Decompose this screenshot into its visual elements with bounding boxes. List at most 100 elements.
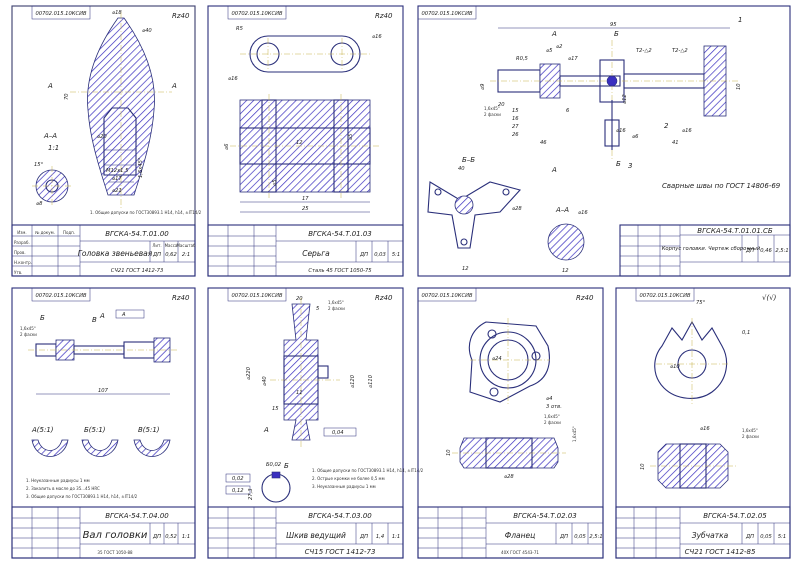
dim-12: 12 [296, 140, 303, 146]
sheet-5-pulley: 00702.015.10КСИВ Rz40 20 5 1,6х45° 2 фас… [207, 287, 424, 559]
section-a-a-round [547, 223, 585, 261]
dim-27: 27 [512, 124, 519, 130]
title-lit: ДП [359, 252, 368, 258]
dim-41: 41 [672, 140, 679, 146]
callout-3: 3 [628, 162, 632, 170]
dim-25: 25 [302, 206, 309, 212]
title-scale: 2,5:1 [775, 248, 788, 254]
title-block-7: ВГСКА-54.Т.02.05 Зубчатка СЧ21 ГОСТ 1412… [615, 506, 791, 559]
title-block-1: ВГСКА-54.Т.01.00 Головка звеньевая СЧ21 … [11, 224, 196, 277]
stamp-row-approve: Утв. [14, 270, 22, 275]
section-mark-a-left: A [47, 82, 53, 90]
dim-d220: ⌀220 [246, 366, 252, 380]
tol-frame-3: 0,12 [232, 488, 244, 494]
title-mass: 0,05 [760, 534, 772, 540]
weld-mark-1: T2-△2 [636, 48, 652, 54]
sheet-code: 00702.015.10КСИВ [35, 11, 86, 17]
sheet-code: 00702.015.10КСИВ [421, 293, 472, 299]
stamp-row-check: Пров. [14, 250, 26, 255]
dim-10: 10 [446, 449, 452, 456]
sheet-code: 00702.015.10КСИВ [231, 11, 282, 17]
title-mass: 0,46 [760, 248, 772, 254]
dim-6: 6 [566, 108, 570, 114]
title-lit: ДП [745, 248, 754, 254]
title-lit: ДП [745, 534, 754, 540]
title-material: 35 ГОСТ 1050-88 [97, 550, 133, 555]
title-name: Вал головки [83, 530, 148, 541]
dim-15: 15 [512, 108, 519, 114]
title-code: ВГСКА-54.Т.03.00 [308, 512, 372, 520]
dim-0-1: 0,1 [742, 330, 750, 336]
sheet-1-head: 00702.015.10КСИВ Rz40 ⌀18 ⌀40 70 ⌀20 М12… [11, 5, 202, 277]
callout-2: 2 [664, 122, 669, 130]
title-mass: 0,03 [374, 252, 386, 258]
roughness-mark: √(√) [762, 294, 777, 302]
view-mark-b: B [92, 316, 97, 324]
sheet-code: 00702.015.10КСИВ [231, 293, 282, 299]
stamp-sign: Подп. [63, 230, 75, 235]
title-material: СЧ21 ГОСТ 1412-85 [685, 548, 756, 556]
dim-d5: ⌀5 [546, 48, 553, 54]
dim-40: 40 [458, 166, 465, 172]
dim-d5-left: ⌀5 [272, 179, 278, 186]
assembly-shaft [490, 40, 740, 160]
dim-107: 107 [98, 388, 109, 394]
dim-holes: 3 отв. [546, 404, 562, 410]
dim-d18: ⌀18 [112, 10, 122, 16]
dim-d8: ⌀8 [36, 201, 43, 207]
title-mass: 0,52 [165, 534, 177, 540]
title-block-3: ВГСКА-54.Т.01.01.СБ Корпус головки. Черт… [619, 224, 791, 277]
title-code: ВГСКА-54.Т.01.00 [105, 230, 169, 238]
section-mark-b-top: Б [614, 30, 619, 38]
note-3: 3. Общие допуски по ГОСТ30893.1 H14, h14… [26, 494, 138, 499]
earring-section [230, 94, 380, 198]
title-block-6: ВГСКА-54.Т.02.03 Фланец 40Х ГОСТ 4543-71… [417, 506, 604, 559]
dim-chamfer: 1,6х45° [544, 414, 560, 419]
view-mark-a: A [263, 426, 269, 434]
weld-mark-2: T2-△2 [672, 48, 688, 54]
sprocket-front-view [654, 318, 730, 404]
detail-v: B(5:1) [138, 426, 160, 434]
title-mass: 0,62 [165, 252, 177, 258]
dim-70: 70 [64, 93, 70, 100]
title-scale: 1:1 [392, 534, 400, 540]
sheet-2-earring: 00702.015.10КСИВ Rz40 R5 ⌀16 ⌀16 ⌀6 12 ⌀… [207, 5, 404, 277]
dim-d40: ⌀40 [262, 376, 268, 386]
view-mark-a: Б [40, 314, 45, 322]
dim-20: 20 [296, 296, 303, 302]
dim-chamfers: 2 фаски [328, 306, 345, 311]
dim-d28: ⌀28 [512, 206, 522, 212]
section-title-bb: Б–Б [462, 156, 475, 164]
title-code: ВГСКА-54.Т.01.01.СБ [697, 227, 773, 235]
dim-d2: ⌀2 [556, 44, 562, 50]
tol-frame-2: 0,02 [232, 476, 244, 482]
dim-d17: ⌀17 [568, 56, 578, 62]
dim-r05: R0,5 [516, 56, 529, 62]
section-b-b [427, 181, 522, 249]
view-mark-b: Б [284, 462, 289, 470]
title-lit: ДП [559, 534, 568, 540]
dim-17: 17 [302, 196, 309, 202]
dim-thread: М12х1,5 [106, 168, 129, 174]
dim-chamfer-2: 1,6х45° [572, 426, 577, 442]
dim-20: 20 [498, 102, 505, 108]
title-code: ВГСКА-54.Т.04.00 [105, 512, 169, 520]
dim-d40: ⌀40 [142, 28, 152, 34]
pulley-section [270, 298, 340, 448]
dim-d17: ⌀17 [112, 176, 122, 182]
dim-d16-aa: ⌀16 [578, 210, 588, 216]
note-1: 1. Общие допуски по ГОСТ30893.1 H14, h14… [312, 468, 424, 473]
title-lit: ДП [152, 252, 161, 258]
title-scale: 5:1 [392, 252, 400, 258]
dim-16: 16 [512, 116, 519, 122]
title-material: Сталь 45 ГОСТ 1050-75 [308, 268, 372, 274]
dim-12-bb: 12 [462, 266, 469, 272]
title-scale: 5:1 [778, 534, 786, 540]
title-code: ВГСКА-54.Т.02.03 [513, 512, 577, 520]
title-scale: 1:1 [182, 534, 190, 540]
dim-d6: ⌀6 [632, 134, 639, 140]
title-material: СЧ15 ГОСТ 1412-73 [305, 548, 376, 556]
title-name: Головка звеньевая [78, 249, 153, 258]
dim-d16-a: ⌀16 [616, 128, 626, 134]
earring-top-view [240, 35, 372, 73]
